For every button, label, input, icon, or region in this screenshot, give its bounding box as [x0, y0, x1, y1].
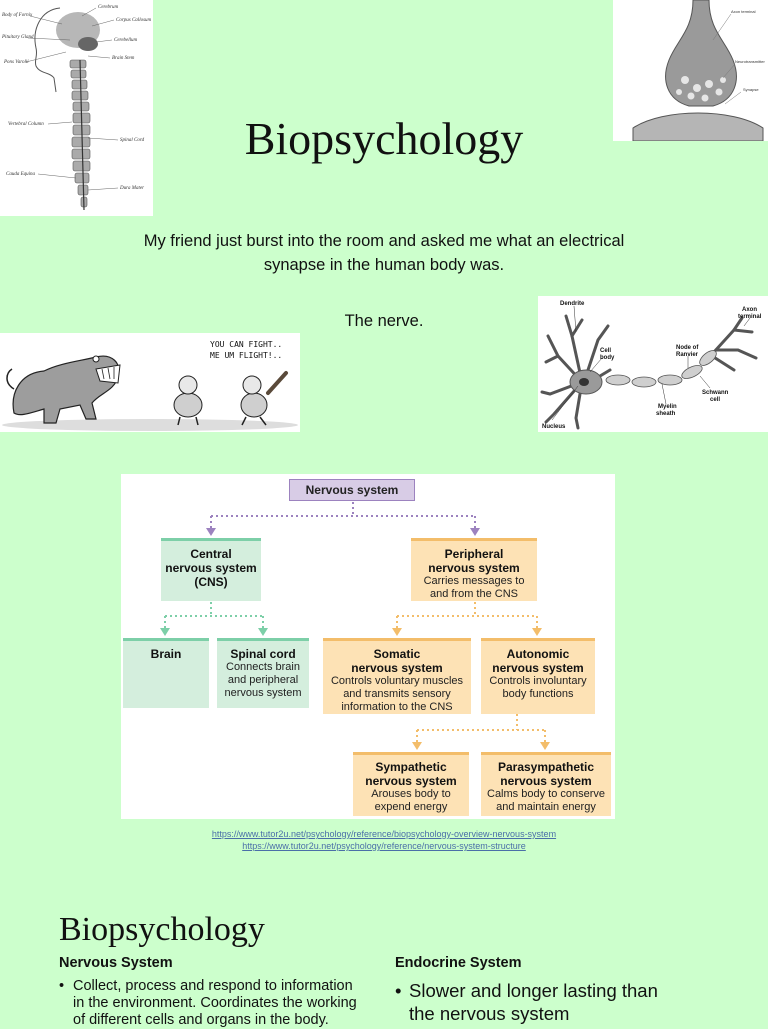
label-axon-terminal-2: terminal: [738, 314, 762, 320]
somatic-desc-3: information to the CNS: [341, 701, 453, 713]
spinal-desc-3: nervous system: [224, 687, 302, 699]
neuron-diagram-image: Dendrite Axon terminal Cell body Node of…: [538, 296, 768, 432]
somatic-title-1: Somatic: [373, 647, 421, 661]
label-dura-mater: Dura Mater: [119, 186, 144, 191]
nervous-system-bullet: • Collect, process and respond to inform…: [59, 978, 389, 1029]
autonomic-desc-1: Controls involuntary: [489, 675, 587, 687]
label-cerebellum: Cerebellum: [114, 38, 138, 43]
autonomic-title-1: Autonomic: [506, 647, 570, 661]
nervous-system-heading: Nervous System: [59, 955, 173, 971]
spinal-title: Spinal cord: [230, 647, 296, 661]
cartoon-caption-line-1: YOU CAN FIGHT..: [210, 340, 282, 349]
label-myelin-sheath-2: sheath: [656, 411, 676, 417]
label-cerebrum: Cerebrum: [98, 5, 118, 10]
label-node-of-ranvier-1: Node of: [676, 345, 699, 351]
box-somatic-nervous-system: Somatic nervous system Controls voluntar…: [323, 638, 471, 714]
sympathetic-title-2: nervous system: [365, 774, 457, 788]
label-myelin-sheath-1: Myelin: [658, 404, 677, 410]
label-cell-body-2: body: [600, 355, 615, 361]
box-central-nervous-system: Central nervous system (CNS): [161, 538, 261, 601]
label-cauda-equina: Cauda Equina: [6, 172, 36, 177]
fight-or-flight-cartoon-image: YOU CAN FIGHT.. ME UM FLIGHT!..: [0, 333, 300, 432]
parasympathetic-title-2: nervous system: [500, 774, 592, 788]
label-neurotransmitter: Neurotransmitter: [735, 59, 765, 64]
autonomic-title-2: nervous system: [492, 661, 584, 675]
pns-title-2: nervous system: [428, 561, 520, 575]
label-brain-stem: Brain Stem: [112, 56, 135, 61]
pns-desc-1: Carries messages to: [423, 575, 525, 587]
joke-punchline: The nerve.: [344, 312, 424, 330]
box-spinal-cord: Spinal cord Connects brain and periphera…: [217, 638, 309, 708]
box-nervous-system: Nervous system: [289, 479, 415, 501]
label-node-of-ranvier-2: Ranvier: [676, 352, 699, 358]
label-vertebral-column: Vertebral Column: [8, 122, 44, 127]
endocrine-system-heading: Endocrine System: [395, 955, 522, 971]
label-dendrite: Dendrite: [560, 301, 585, 307]
box-autonomic-nervous-system: Autonomic nervous system Controls involu…: [481, 638, 595, 714]
joke-line-1: My friend just burst into the room and a…: [143, 232, 625, 250]
box-nervous-system-title: Nervous system: [305, 483, 399, 497]
sympathetic-desc-1: Arouses body to: [371, 788, 451, 800]
box-brain: Brain: [123, 638, 209, 708]
flowchart-connectors: [160, 502, 550, 750]
label-synapse: Synapse: [743, 87, 759, 92]
box-parasympathetic-nervous-system: Parasympathetic nervous system Calms bod…: [481, 752, 611, 816]
parasympathetic-desc-2: and maintain energy: [496, 801, 596, 813]
box-peripheral-nervous-system: Peripheral nervous system Carries messag…: [411, 538, 537, 601]
sympathetic-title-1: Sympathetic: [375, 760, 447, 774]
label-axon-terminal-synapse: Axon terminal: [731, 9, 756, 14]
somatic-title-2: nervous system: [351, 661, 443, 675]
pns-title-1: Peripheral: [444, 547, 504, 561]
label-cell-body-1: Cell: [600, 348, 611, 354]
spinal-desc-1: Connects brain: [226, 661, 300, 673]
autonomic-desc-2: body functions: [502, 688, 574, 700]
brain-title: Brain: [150, 647, 182, 661]
nervous-system-flowchart: Nervous system Central nervous system (C…: [121, 474, 615, 819]
synapse-diagram-image: Axon terminal Neurotransmitter Synapse: [613, 0, 768, 141]
spine-diagram-image: Cerebrum Body of Fornix Corpus Callosum …: [0, 0, 153, 216]
source-link-overview[interactable]: https://www.tutor2u.net/psychology/refer…: [211, 829, 557, 839]
cns-title-1: Central: [190, 547, 232, 561]
box-sympathetic-nervous-system: Sympathetic nervous system Arouses body …: [353, 752, 469, 816]
pns-desc-2: and from the CNS: [429, 588, 519, 600]
spinal-desc-2: and peripheral: [227, 674, 299, 686]
somatic-desc-1: Controls voluntary muscles: [330, 675, 464, 687]
label-schwann-cell-2: cell: [710, 397, 720, 403]
cns-title-2: nervous system: [165, 561, 257, 575]
sympathetic-desc-2: expend energy: [374, 801, 448, 813]
nervous-bullet-line-3: of different cells and organs in the bod…: [73, 1012, 329, 1028]
label-nucleus: Nucleus: [542, 424, 566, 430]
cartoon-caption-line-2: ME UM FLIGHT!..: [210, 351, 282, 360]
parasympathetic-title-1: Parasympathetic: [497, 760, 595, 774]
label-corpus-callosum: Corpus Callosum: [116, 18, 152, 23]
bullet-icon: •: [59, 978, 65, 994]
endocrine-bullet-line-2: the nervous system: [409, 1003, 570, 1024]
label-body-of-fornix: Body of Fornix: [2, 13, 33, 18]
slide2-title: Biopsychology: [59, 911, 265, 948]
cns-title-3: (CNS): [194, 575, 228, 589]
bullet-icon: •: [395, 980, 402, 1001]
label-pituitary-gland: Pituitary Gland: [1, 35, 34, 40]
endocrine-system-bullet: • Slower and longer lasting than the ner…: [395, 979, 745, 1025]
label-spinal-cord: Spinal Cord: [120, 138, 145, 143]
label-axon-terminal-1: Axon: [742, 307, 757, 313]
slide-title: Biopsychology: [244, 113, 524, 164]
nervous-bullet-line-2: in the environment. Coordinates the work…: [73, 995, 357, 1011]
somatic-desc-2: and transmits sensory: [343, 688, 451, 700]
label-schwann-cell-1: Schwann: [702, 390, 729, 396]
joke-question: My friend just burst into the room and a…: [60, 229, 708, 277]
source-link-structure[interactable]: https://www.tutor2u.net/psychology/refer…: [242, 841, 526, 851]
label-pons-varolii: Pons Varolii: [3, 60, 29, 65]
parasympathetic-desc-1: Calms body to conserve: [487, 788, 605, 800]
joke-line-2: synapse in the human body was.: [263, 256, 505, 274]
endocrine-bullet-line-1: Slower and longer lasting than: [409, 980, 658, 1001]
nervous-bullet-line-1: Collect, process and respond to informat…: [73, 978, 353, 994]
